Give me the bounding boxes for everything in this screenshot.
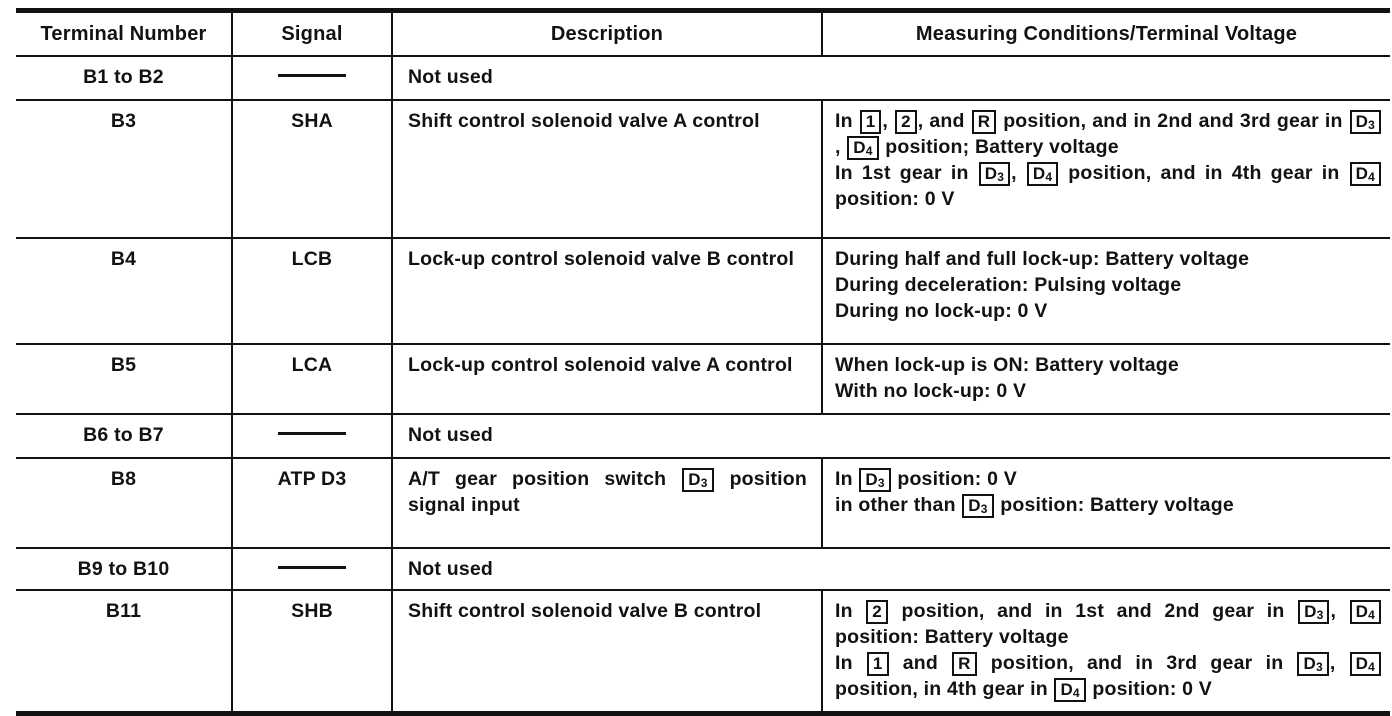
no-signal-dash-icon <box>278 432 346 436</box>
header-description: Description <box>391 13 821 55</box>
conditions-cell: During half and full lock-up: Battery vo… <box>821 239 1390 343</box>
position-indicator-d4-icon: D4 <box>1349 600 1381 624</box>
signal-cell <box>231 549 391 589</box>
table-row: B6 to B7 Not used <box>16 415 1390 459</box>
terminal-cell: B8 <box>110 468 137 490</box>
signal-cell: ATP D3 <box>231 459 391 547</box>
position-indicator-d4-icon: D4 <box>1349 162 1381 186</box>
not-used-cell: Not used <box>391 57 1390 99</box>
position-indicator-r-icon: R <box>971 110 997 134</box>
description-cell: Lock-up control solenoid valve B control <box>391 239 821 343</box>
signal-cell: LCB <box>231 239 391 343</box>
position-indicator-1-icon: 1 <box>866 652 889 676</box>
position-indicator-d4-icon: D4 <box>1054 678 1086 702</box>
position-indicator-d4-icon: D4 <box>847 136 879 160</box>
table-row: B9 to B10 Not used <box>16 549 1390 591</box>
position-indicator-d3-icon: D3 <box>859 468 891 492</box>
signal-cell: SHB <box>231 591 391 711</box>
position-indicator-2-icon: 2 <box>866 600 888 624</box>
header-terminal-number: Terminal Number <box>40 23 207 45</box>
conditions-cell: In 2 position, and in 1st and 2nd gear i… <box>821 591 1390 711</box>
no-signal-dash-icon <box>278 74 346 78</box>
terminal-voltage-table: Terminal Number Signal Description Measu… <box>16 8 1390 716</box>
terminal-cell: B6 to B7 <box>83 424 164 446</box>
header-measuring-conditions: Measuring Conditions/Terminal Voltage <box>821 13 1390 55</box>
table-header-row: Terminal Number Signal Description Measu… <box>16 13 1390 57</box>
signal-cell <box>231 57 391 99</box>
not-used-cell: Not used <box>391 549 1390 589</box>
not-used-cell: Not used <box>391 415 1390 457</box>
position-indicator-d3-icon: D3 <box>1297 652 1329 676</box>
signal-cell: SHA <box>231 101 391 237</box>
signal-cell: LCA <box>231 345 391 413</box>
position-indicator-2-icon: 2 <box>895 110 917 134</box>
terminal-cell: B9 to B10 <box>77 558 170 580</box>
description-cell: Shift control solenoid valve A control <box>391 101 821 237</box>
no-signal-dash-icon <box>278 566 346 570</box>
terminal-cell: B3 <box>110 110 137 132</box>
position-indicator-d3-icon: D3 <box>1298 600 1330 624</box>
position-indicator-d4-icon: D4 <box>1026 162 1059 186</box>
position-indicator-d3-icon: D3 <box>1349 110 1382 134</box>
terminal-cell: B4 <box>110 248 137 270</box>
header-signal: Signal <box>231 13 391 55</box>
position-indicator-r-icon: R <box>952 652 977 676</box>
position-indicator-1-icon: 1 <box>859 110 882 134</box>
description-cell: Shift control solenoid valve B control <box>391 591 821 711</box>
position-indicator-d3-icon: D3 <box>962 494 994 518</box>
terminal-cell: B5 <box>110 354 137 376</box>
position-indicator-d3-icon: D3 <box>978 162 1011 186</box>
description-cell: Lock-up control solenoid valve A control <box>391 345 821 413</box>
description-cell: A/T gear position switch D3 position sig… <box>391 459 821 547</box>
table-row: B1 to B2 Not used <box>16 57 1390 101</box>
signal-cell <box>231 415 391 457</box>
position-indicator-d4-icon: D4 <box>1349 652 1381 676</box>
terminal-cell: B1 to B2 <box>83 66 164 88</box>
position-indicator-d3-icon: D3 <box>682 468 714 492</box>
conditions-cell: In 1, 2, and R position, and in 2nd and … <box>821 101 1390 237</box>
terminal-cell: B11 <box>105 600 142 622</box>
